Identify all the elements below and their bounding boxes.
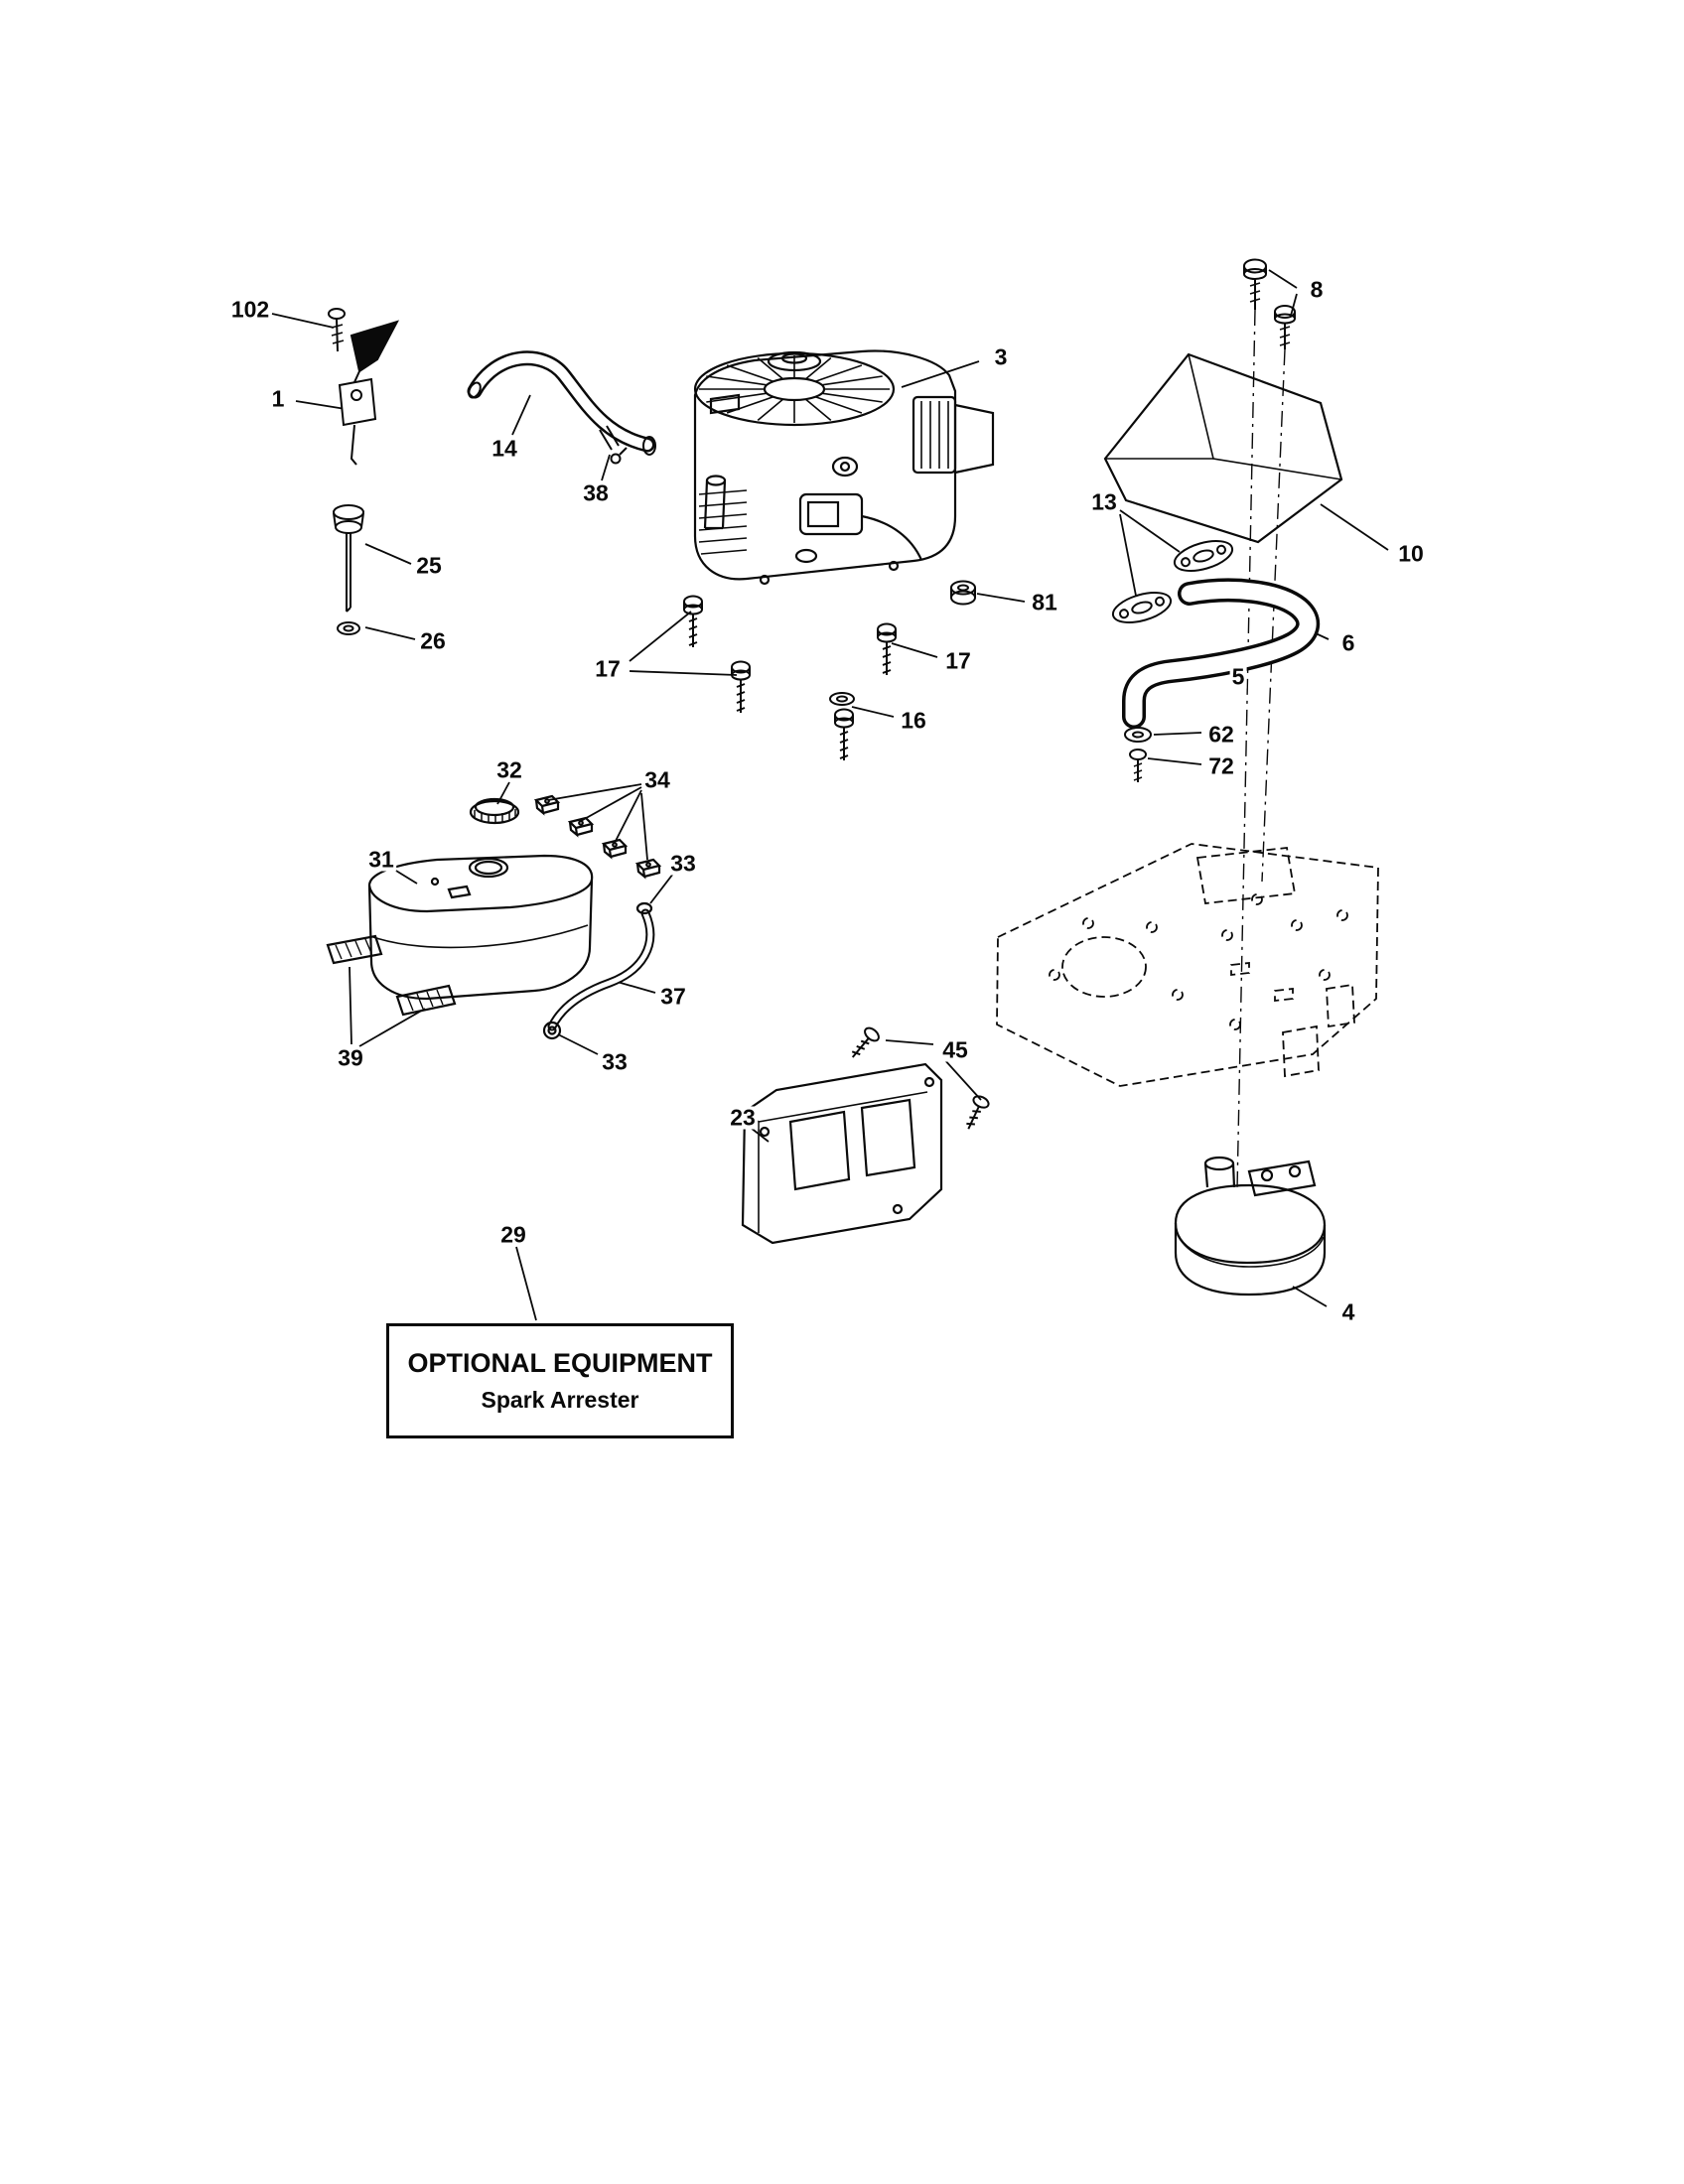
part-callout-10: 10 bbox=[1396, 540, 1426, 567]
chassis-plate-drawing bbox=[996, 843, 1379, 1087]
screw-72-drawing bbox=[1129, 749, 1147, 782]
part-callout-17: 17 bbox=[943, 647, 973, 674]
part-callout-62: 62 bbox=[1206, 721, 1236, 748]
part-callout-3: 3 bbox=[992, 343, 1010, 370]
engine-bracket-drawing bbox=[741, 1062, 943, 1245]
part-callout-33: 33 bbox=[668, 850, 698, 877]
part-callout-5: 5 bbox=[1229, 663, 1247, 690]
part-callout-45: 45 bbox=[940, 1036, 970, 1063]
optional-equipment-box: OPTIONAL EQUIPMENT Spark Arrester bbox=[386, 1323, 734, 1438]
mounting-bolts-drawing bbox=[1236, 258, 1296, 1190]
optional-equipment-title: OPTIONAL EQUIPMENT bbox=[407, 1348, 713, 1378]
part-callout-8: 8 bbox=[1308, 276, 1326, 303]
washer-62-drawing bbox=[1124, 727, 1152, 743]
part-callout-34: 34 bbox=[642, 766, 672, 793]
part-callout-26: 26 bbox=[418, 627, 448, 654]
part-callout-38: 38 bbox=[581, 479, 611, 506]
fuel-tank-drawing bbox=[326, 794, 661, 1040]
part-callout-37: 37 bbox=[658, 983, 688, 1010]
exhaust-gaskets-drawing bbox=[1111, 540, 1234, 623]
part-callout-31: 31 bbox=[366, 846, 396, 873]
part-callout-81: 81 bbox=[1030, 589, 1059, 615]
part-callout-39: 39 bbox=[336, 1044, 365, 1071]
muffler-drawing bbox=[1174, 1156, 1327, 1297]
part-callout-17: 17 bbox=[593, 655, 623, 682]
part-callout-13: 13 bbox=[1089, 488, 1119, 515]
part-callout-33: 33 bbox=[600, 1048, 630, 1075]
exhaust-pipe-drawing bbox=[1122, 578, 1320, 729]
part-callout-32: 32 bbox=[494, 756, 524, 783]
part-callout-25: 25 bbox=[414, 552, 444, 579]
fuel-hose-drawing bbox=[467, 350, 656, 465]
part-callout-16: 16 bbox=[899, 707, 928, 734]
leader-lines bbox=[271, 269, 1389, 1321]
dipstick-plug-drawing bbox=[333, 504, 364, 635]
heat-shield-drawing bbox=[1103, 352, 1343, 544]
throttle-control-drawing bbox=[328, 308, 400, 466]
optional-equipment-subtitle: Spark Arrester bbox=[481, 1387, 639, 1413]
part-callout-29: 29 bbox=[498, 1221, 528, 1248]
part-callout-72: 72 bbox=[1206, 752, 1236, 779]
part-callout-14: 14 bbox=[490, 435, 519, 462]
part-callout-4: 4 bbox=[1339, 1298, 1357, 1325]
part-callout-23: 23 bbox=[728, 1104, 758, 1131]
part-callout-6: 6 bbox=[1339, 629, 1357, 656]
part-callout-1: 1 bbox=[269, 385, 287, 412]
engine-drawing bbox=[693, 349, 995, 586]
engine-mount-hardware-drawing bbox=[683, 580, 976, 761]
part-callout-102: 102 bbox=[228, 296, 272, 323]
